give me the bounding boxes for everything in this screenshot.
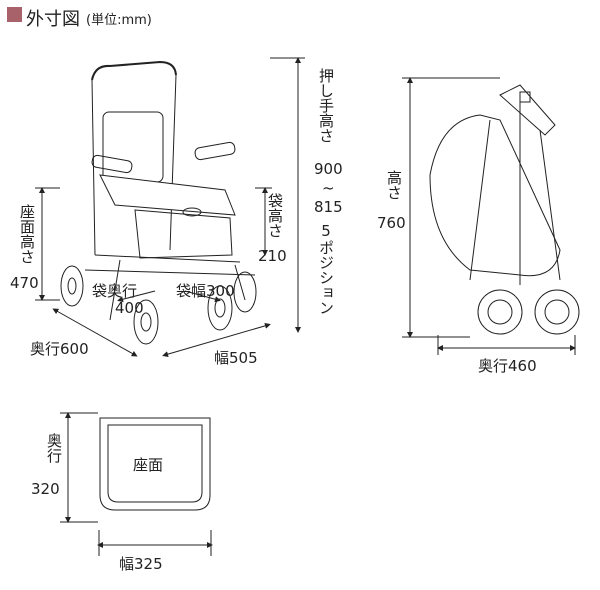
handle-height-max: 900 [314,160,343,178]
handle-height-min: 815 [314,198,343,216]
handle-height-sep: ~ [322,179,335,197]
bag-height-label: 袋高さ [266,193,284,238]
seat-height-value: 470 [10,274,39,292]
folded-height-value: 760 [377,214,406,232]
seat-outline [99,417,211,511]
handle-positions: 5ポジション [317,222,335,315]
overall-depth: 奥行600 [30,340,89,358]
seat-depth-label: 奥行 [45,433,63,463]
bag-depth-value: 400 [115,299,144,317]
folded-cart-drawing [429,84,580,335]
seat-width: 幅325 [119,555,163,573]
handle-height-label: 押し手高さ [317,68,335,143]
seat-height-label: 座面高さ [18,204,36,264]
bag-depth-label: 袋奥行 [92,282,138,300]
seat-label: 座面 [133,456,164,474]
open-cart-drawing [60,60,257,345]
overall-width: 幅505 [214,349,258,367]
bag-height-value: 210 [258,247,287,265]
folded-height-label: 高さ [385,170,403,200]
unit-label: (単位:mm) [86,13,152,28]
folded-depth: 奥行460 [478,357,537,375]
header-color-square [7,7,22,22]
seat-depth-value: 320 [31,480,60,498]
page-title: 外寸図 [26,9,80,30]
bag-width: 袋幅300 [176,282,235,300]
